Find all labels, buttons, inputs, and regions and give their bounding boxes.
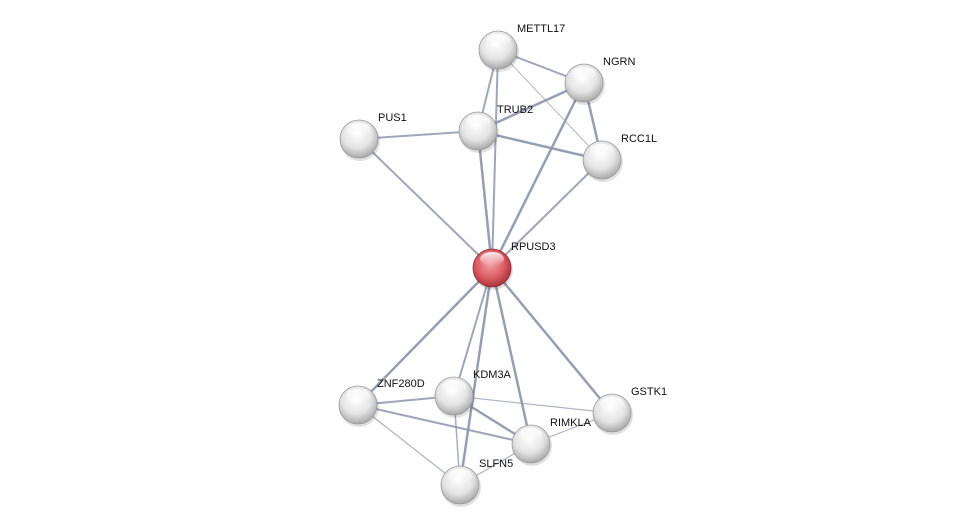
node-label: KDM3A <box>473 369 512 381</box>
node-gstk1[interactable]: GSTK1 <box>592 386 667 435</box>
node-highlight <box>442 380 466 394</box>
node-trub2[interactable]: TRUB2 <box>458 104 533 153</box>
node-rimkla[interactable]: RIMKLA <box>511 417 592 466</box>
edge-rpusd3-slfn5[interactable] <box>458 267 494 486</box>
node-highlight <box>590 144 614 158</box>
node-rcc1l[interactable]: RCC1L <box>582 133 657 182</box>
node-rpusd3[interactable]: RPUSD3 <box>472 241 556 290</box>
node-highlight <box>600 397 624 411</box>
edge-rpusd3-gstk1[interactable] <box>491 267 613 414</box>
edge-ngrn-rpusd3[interactable] <box>490 82 586 269</box>
node-pus1[interactable]: PUS1 <box>339 112 407 161</box>
node-label: SLFN5 <box>479 458 513 470</box>
node-highlight <box>480 252 504 266</box>
node-highlight <box>346 389 370 403</box>
node-highlight <box>448 469 472 483</box>
node-highlight <box>347 123 371 137</box>
node-highlight <box>486 34 510 48</box>
node-highlight <box>572 67 596 81</box>
node-label: RPUSD3 <box>511 241 556 253</box>
node-label: METTL17 <box>517 23 565 35</box>
node-ngrn[interactable]: NGRN <box>564 56 635 105</box>
node-label: NGRN <box>603 56 635 68</box>
edge-kdm3a-gstk1[interactable] <box>453 395 613 414</box>
node-highlight <box>519 428 543 442</box>
node-label: PUS1 <box>378 112 407 124</box>
node-label: RCC1L <box>621 133 657 145</box>
node-label: TRUB2 <box>497 104 533 116</box>
node-label: ZNF280D <box>377 378 425 390</box>
edge-rpusd3-rimkla[interactable] <box>490 267 533 445</box>
edge-rcc1l-rpusd3[interactable] <box>491 159 603 269</box>
edge-trub2-rpusd3[interactable] <box>476 130 494 269</box>
node-label: GSTK1 <box>631 386 667 398</box>
node-kdm3a[interactable]: KDM3A <box>434 369 512 418</box>
node-label: RIMKLA <box>550 417 592 429</box>
edge-znf280d-slfn5[interactable] <box>357 404 461 486</box>
edge-rpusd3-kdm3a[interactable] <box>453 267 493 397</box>
edge-pus1-rpusd3[interactable] <box>358 138 493 269</box>
node-highlight <box>466 115 490 129</box>
node-slfn5[interactable]: SLFN5 <box>440 458 513 507</box>
edge-mettl17-rpusd3[interactable] <box>491 49 499 269</box>
edge-rpusd3-znf280d[interactable] <box>357 267 493 406</box>
edge-znf280d-rimkla[interactable] <box>357 404 532 445</box>
edge-trub2-pus1[interactable] <box>358 130 479 140</box>
edge-mettl17-rcc1l[interactable] <box>497 49 603 161</box>
node-znf280d[interactable]: ZNF280D <box>338 378 425 427</box>
node-mettl17[interactable]: METTL17 <box>478 23 565 72</box>
edge-trub2-rcc1l[interactable] <box>477 129 603 162</box>
